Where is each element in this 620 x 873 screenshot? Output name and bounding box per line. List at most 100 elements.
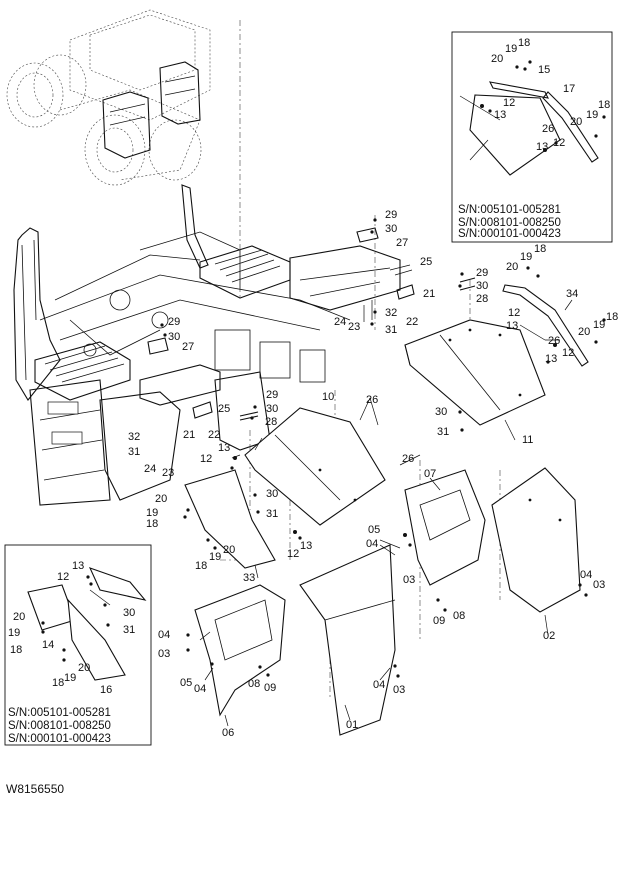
inset-top-part-17 bbox=[542, 91, 599, 163]
inset-bottom-sn-2: S/N:008101-008250 bbox=[8, 720, 111, 732]
svg-text:13: 13 bbox=[300, 540, 312, 552]
inset-top-part-15 bbox=[489, 81, 549, 99]
svg-text:27: 27 bbox=[396, 237, 408, 249]
panel-01 bbox=[299, 544, 396, 736]
callout-labels: 29 30 27 25 21 24 23 32 22 31 29 30 28 2… bbox=[128, 209, 618, 739]
svg-text:34: 34 bbox=[566, 288, 578, 300]
fender-11 bbox=[404, 319, 546, 426]
svg-text:08: 08 bbox=[453, 610, 465, 622]
svg-text:29: 29 bbox=[385, 209, 397, 221]
svg-text:04: 04 bbox=[366, 538, 378, 550]
svg-text:25: 25 bbox=[420, 256, 432, 268]
svg-text:28: 28 bbox=[265, 416, 277, 428]
svg-text:27: 27 bbox=[182, 341, 194, 353]
svg-text:20: 20 bbox=[155, 493, 167, 505]
svg-text:30: 30 bbox=[435, 406, 447, 418]
inset-bottom-sn-3: S/N:000101-000423 bbox=[8, 733, 111, 745]
fender-10 bbox=[244, 407, 386, 526]
svg-text:30: 30 bbox=[123, 607, 135, 619]
svg-text:08: 08 bbox=[248, 678, 260, 690]
svg-text:12: 12 bbox=[508, 307, 520, 319]
svg-text:30: 30 bbox=[266, 488, 278, 500]
svg-text:14: 14 bbox=[42, 639, 54, 651]
svg-text:30: 30 bbox=[476, 280, 488, 292]
svg-text:02: 02 bbox=[543, 630, 555, 642]
svg-text:09: 09 bbox=[433, 615, 445, 627]
svg-text:18: 18 bbox=[534, 243, 546, 255]
svg-text:19: 19 bbox=[593, 319, 605, 331]
svg-text:20: 20 bbox=[570, 116, 582, 128]
svg-text:12: 12 bbox=[57, 571, 69, 583]
svg-text:26: 26 bbox=[542, 123, 554, 135]
svg-text:16: 16 bbox=[100, 684, 112, 696]
svg-text:24: 24 bbox=[334, 316, 346, 328]
svg-text:11: 11 bbox=[522, 434, 533, 446]
svg-text:19: 19 bbox=[209, 551, 221, 563]
svg-text:20: 20 bbox=[491, 53, 503, 65]
svg-text:26: 26 bbox=[548, 335, 560, 347]
svg-text:25: 25 bbox=[218, 403, 230, 415]
svg-text:13: 13 bbox=[545, 353, 557, 365]
inset-top-sn-3: S/N:000101-000423 bbox=[458, 228, 561, 240]
inset-bottom-sn-1: S/N:005101-005281 bbox=[8, 707, 111, 719]
svg-text:33: 33 bbox=[243, 572, 255, 584]
hardware bbox=[147, 218, 606, 678]
svg-text:20: 20 bbox=[78, 662, 90, 674]
panel-07 bbox=[404, 469, 486, 586]
inset-top-sn-2: S/N:008101-008250 bbox=[458, 217, 561, 229]
svg-text:19: 19 bbox=[64, 672, 76, 684]
svg-text:09: 09 bbox=[264, 682, 276, 694]
svg-text:29: 29 bbox=[266, 389, 278, 401]
svg-text:23: 23 bbox=[348, 321, 360, 333]
svg-text:20: 20 bbox=[13, 611, 25, 623]
svg-text:29: 29 bbox=[476, 267, 488, 279]
figure-code: W8156550 bbox=[6, 782, 64, 796]
svg-text:24: 24 bbox=[144, 463, 156, 475]
svg-text:03: 03 bbox=[593, 579, 605, 591]
svg-text:18: 18 bbox=[10, 644, 22, 656]
inset-bottom: 13 12 30 31 20 19 18 14 20 19 18 16 S/N:… bbox=[4, 544, 152, 746]
svg-text:07: 07 bbox=[424, 468, 436, 480]
svg-text:13: 13 bbox=[506, 320, 518, 332]
panel-02 bbox=[491, 467, 581, 613]
svg-text:04: 04 bbox=[373, 679, 385, 691]
svg-text:10: 10 bbox=[322, 391, 334, 403]
svg-text:31: 31 bbox=[385, 324, 397, 336]
svg-text:06: 06 bbox=[222, 727, 234, 739]
leader-lines bbox=[199, 299, 573, 727]
panel-06 bbox=[194, 584, 286, 717]
svg-text:21: 21 bbox=[183, 429, 195, 441]
svg-text:04: 04 bbox=[158, 629, 170, 641]
inset-top: 20 19 18 15 12 13 17 20 19 18 26 13 12 S… bbox=[451, 31, 613, 243]
svg-text:32: 32 bbox=[128, 431, 140, 443]
svg-text:30: 30 bbox=[168, 331, 180, 343]
svg-text:26: 26 bbox=[402, 453, 414, 465]
svg-text:30: 30 bbox=[385, 223, 397, 235]
svg-text:20: 20 bbox=[223, 544, 235, 556]
svg-text:13: 13 bbox=[72, 560, 84, 572]
svg-text:26: 26 bbox=[366, 394, 378, 406]
svg-text:21: 21 bbox=[423, 288, 435, 300]
svg-text:20: 20 bbox=[578, 326, 590, 338]
svg-text:19: 19 bbox=[8, 627, 20, 639]
inset-top-shield bbox=[469, 94, 561, 176]
svg-text:30: 30 bbox=[266, 403, 278, 415]
svg-text:18: 18 bbox=[195, 560, 207, 572]
svg-text:31: 31 bbox=[123, 624, 135, 636]
svg-text:18: 18 bbox=[598, 99, 610, 111]
svg-text:03: 03 bbox=[403, 574, 415, 586]
svg-text:28: 28 bbox=[476, 293, 488, 305]
svg-text:04: 04 bbox=[194, 683, 206, 695]
svg-text:03: 03 bbox=[393, 684, 405, 696]
svg-text:31: 31 bbox=[266, 508, 278, 520]
svg-text:17: 17 bbox=[563, 83, 575, 95]
inset-top-sn-1: S/N:005101-005281 bbox=[458, 204, 561, 216]
chassis-assembly bbox=[13, 184, 401, 506]
tractor-thumbnail bbox=[6, 9, 211, 186]
svg-text:13: 13 bbox=[536, 141, 548, 153]
svg-text:05: 05 bbox=[180, 677, 192, 689]
svg-text:31: 31 bbox=[437, 426, 449, 438]
svg-text:12: 12 bbox=[503, 97, 515, 109]
svg-text:12: 12 bbox=[562, 347, 574, 359]
